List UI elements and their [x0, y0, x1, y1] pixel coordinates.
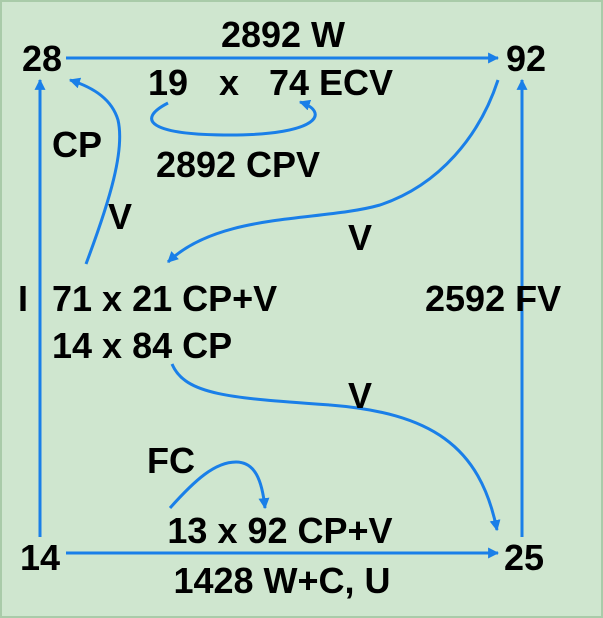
arrow-middle-to-28 [68, 77, 122, 265]
label-right-edge: 2592 FV [425, 278, 561, 319]
label-fc: FC [147, 440, 195, 481]
label-top-factors-left: 19 [148, 62, 188, 103]
label-left-v: V [108, 196, 132, 237]
label-middle-line2: 14 x 84 CP [52, 325, 232, 366]
label-top-loop: 2892 CPV [156, 144, 320, 185]
label-bottom-factors: 13 x 92 CP+V [167, 510, 392, 551]
label-left-i: I [18, 278, 28, 319]
arrow-top-loop [150, 99, 317, 137]
arrow-fc-loop [168, 460, 270, 510]
label-lower-v: V [348, 375, 372, 416]
label-top-edge: 2892 W [221, 14, 345, 55]
node-25: 25 [504, 537, 544, 578]
label-upper-right-v: V [348, 217, 372, 258]
node-28: 28 [22, 38, 62, 79]
label-middle-line1: 71 x 21 CP+V [52, 278, 277, 319]
node-92: 92 [506, 38, 546, 79]
label-top-factors-right: 74 ECV [269, 62, 393, 103]
arrow-92-to-middle [166, 79, 500, 264]
label-left-cp: CP [52, 124, 102, 165]
label-top-factors-x: x [219, 62, 239, 103]
node-14: 14 [20, 537, 60, 578]
arrow-middle-to-25 [170, 363, 501, 532]
label-bottom-edge: 1428 W+C, U [173, 560, 390, 601]
arrows [34, 52, 528, 559]
